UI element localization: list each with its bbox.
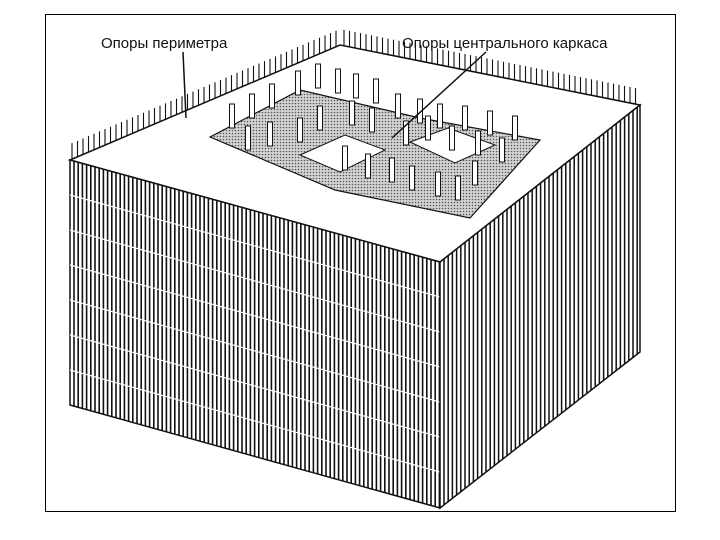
leader-line-perimeter: [183, 52, 186, 118]
label-core-columns: Опоры центрального каркаса: [402, 36, 608, 51]
label-perimeter-columns: Опоры периметра: [101, 36, 227, 51]
